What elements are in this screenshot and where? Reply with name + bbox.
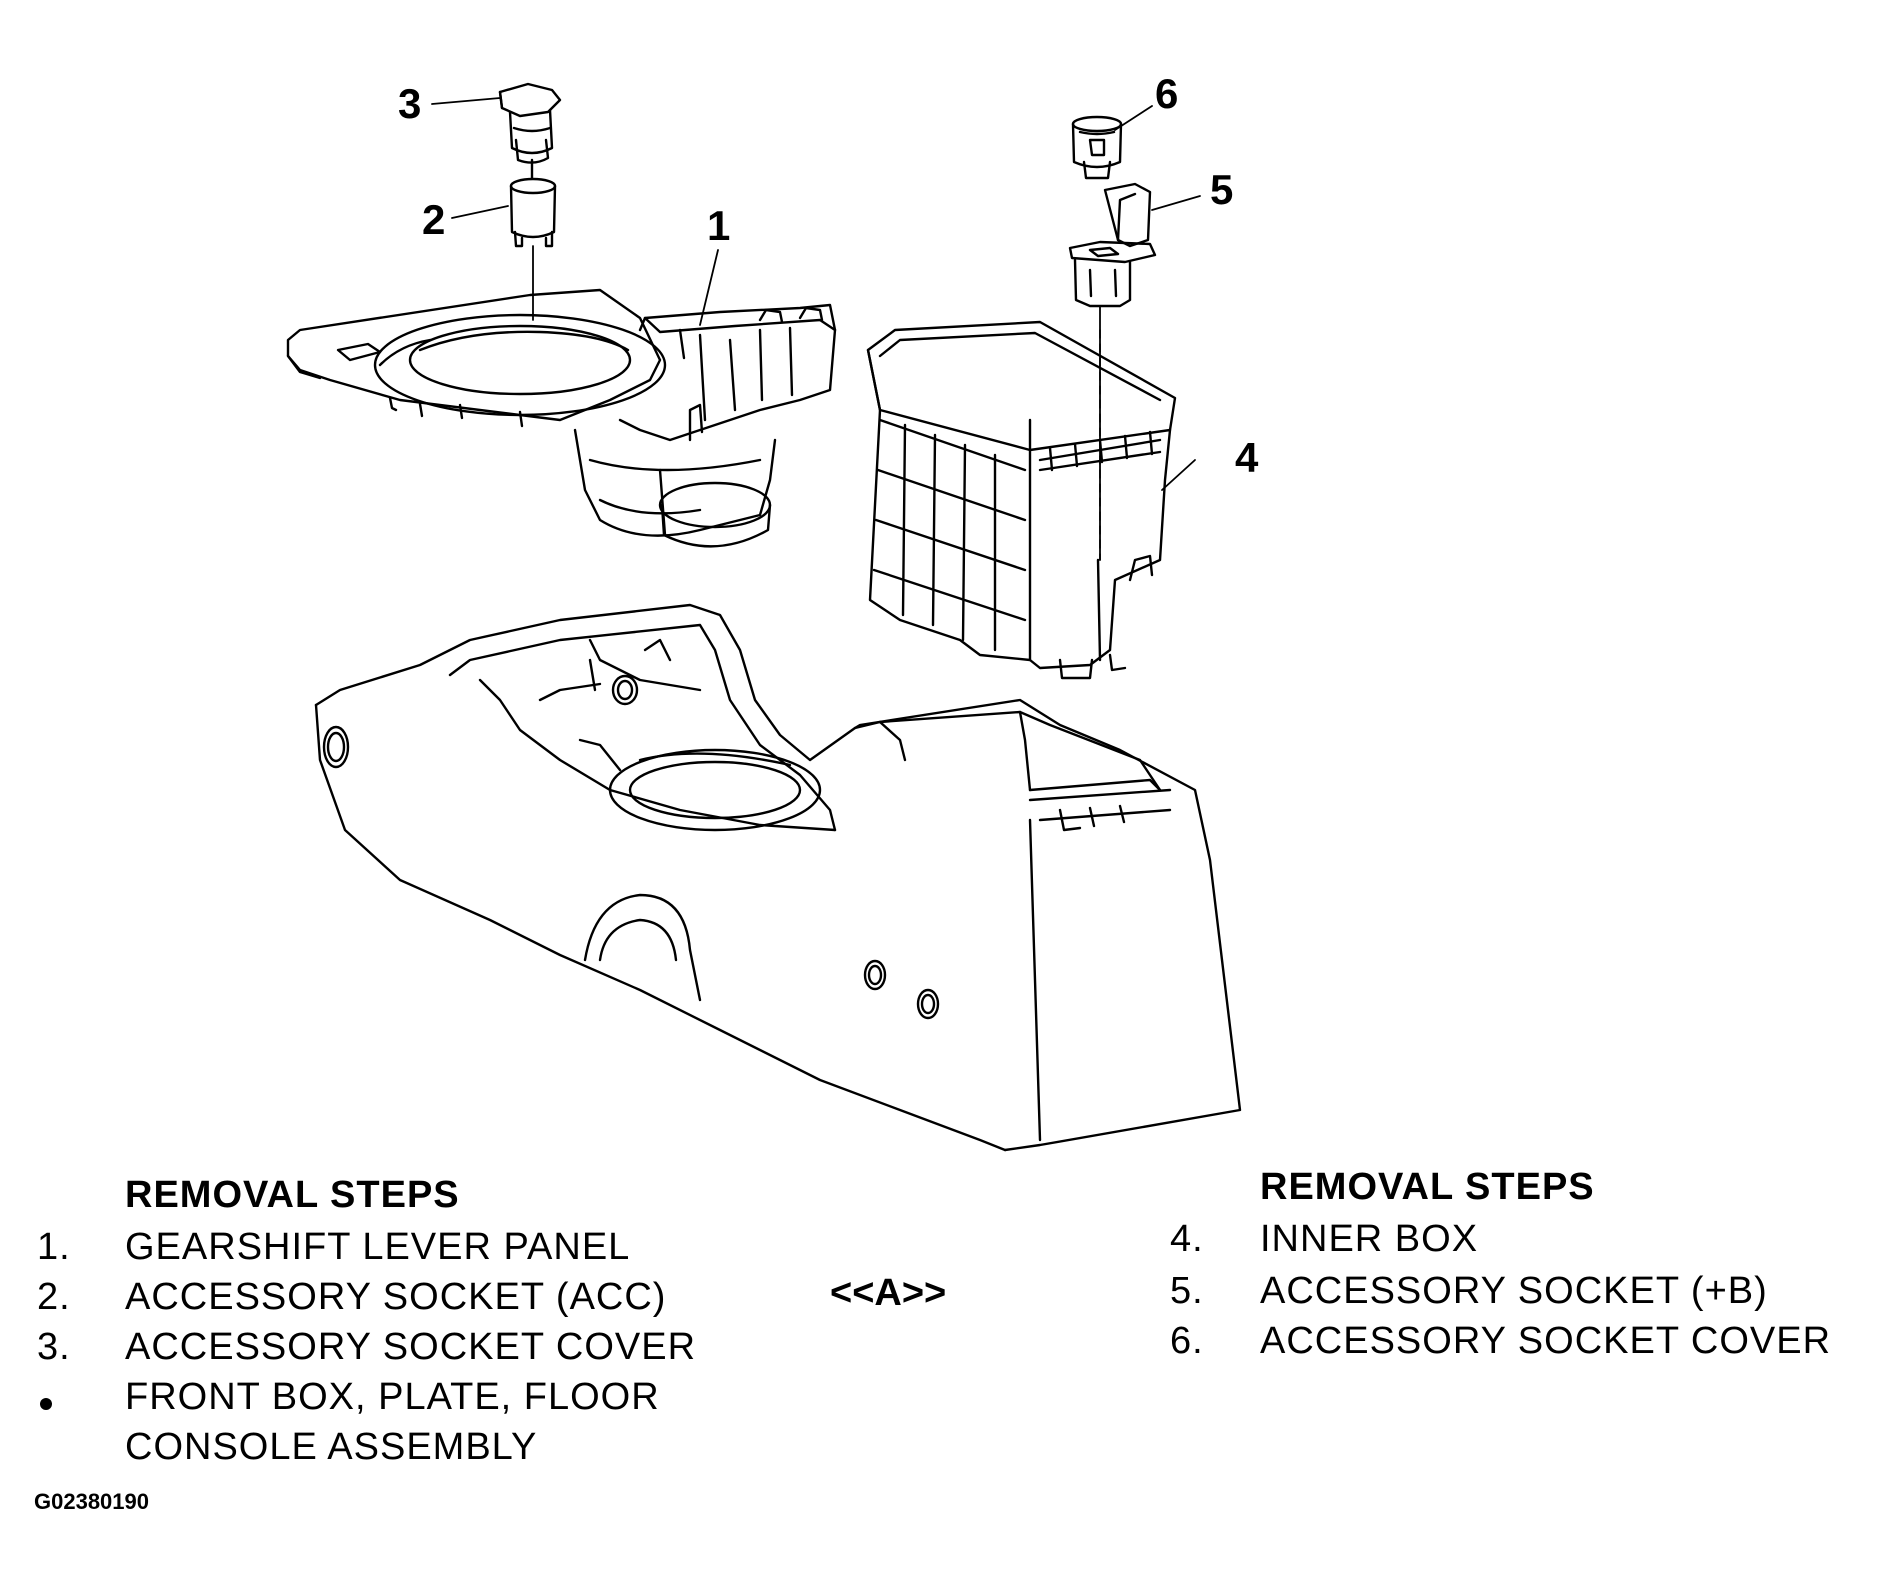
right-item-4-label: INNER BOX	[1260, 1218, 1479, 1260]
part-2-accessory-socket-acc	[511, 179, 555, 320]
bullet-icon	[40, 1398, 52, 1410]
callout-1: 1	[707, 202, 730, 249]
left-item-2-number: 2.	[37, 1276, 71, 1318]
left-item-1-number: 1.	[37, 1226, 71, 1268]
right-item-5-number: 5.	[1170, 1270, 1204, 1312]
callout-6: 6	[1155, 70, 1178, 117]
right-item-4-number: 4.	[1170, 1218, 1204, 1260]
callout-4: 4	[1235, 434, 1259, 481]
floor-console-assembly	[316, 605, 1240, 1150]
callout-leader-lines	[432, 98, 1200, 490]
left-item-2-label: ACCESSORY SOCKET (ACC)	[125, 1276, 667, 1318]
left-item-4-label: FRONT BOX, PLATE, FLOOR	[125, 1376, 660, 1418]
part-3-accessory-socket-cover	[500, 84, 560, 178]
callout-3: 3	[398, 80, 421, 127]
part-6-accessory-socket-cover	[1073, 117, 1121, 178]
callout-5: 5	[1210, 166, 1233, 213]
left-item-1-label: GEARSHIFT LEVER PANEL	[125, 1226, 631, 1268]
part-1-gearshift-lever-panel	[288, 290, 835, 546]
left-item-3-label: ACCESSORY SOCKET COVER	[125, 1326, 697, 1368]
left-item-3-number: 3.	[37, 1326, 71, 1368]
part-5-accessory-socket-b	[1070, 184, 1155, 560]
reference-mark-a: <<A>>	[830, 1272, 947, 1314]
left-item-4-label-line2: CONSOLE ASSEMBLY	[125, 1426, 538, 1468]
left-heading: REMOVAL STEPS	[125, 1174, 460, 1216]
right-item-5-label: ACCESSORY SOCKET (+B)	[1260, 1270, 1768, 1312]
part-4-inner-box	[868, 322, 1175, 678]
figure-id: G02380190	[34, 1489, 149, 1514]
right-item-6-label: ACCESSORY SOCKET COVER	[1260, 1320, 1832, 1362]
right-heading: REMOVAL STEPS	[1260, 1166, 1595, 1208]
callout-2: 2	[422, 196, 445, 243]
right-item-6-number: 6.	[1170, 1320, 1204, 1362]
